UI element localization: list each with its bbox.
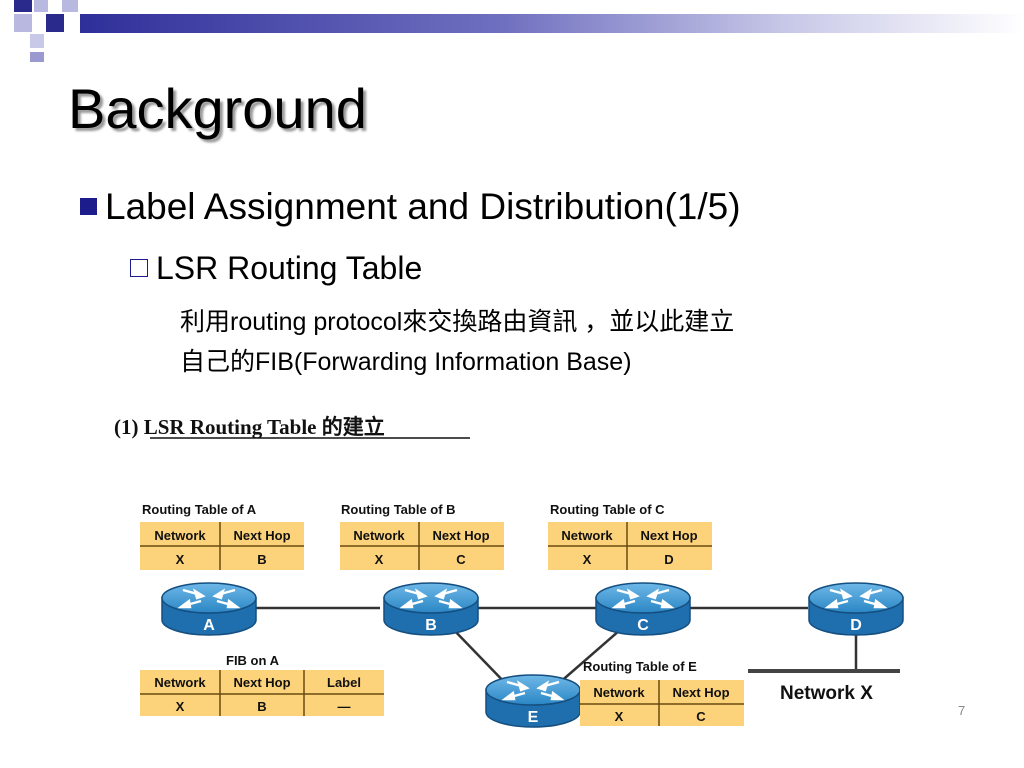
router-icon: E (484, 673, 582, 729)
fib-a-title: FIB on A (226, 653, 280, 668)
figure-caption: (1) LSR Routing Table 的建立 (114, 415, 470, 439)
deco-square (46, 14, 64, 32)
table-c-network: X (583, 552, 592, 567)
bullet-level1-text: Label Assignment and Distribution(1/5) (105, 186, 741, 227)
router-icon: A (160, 581, 258, 637)
table-e-title: Routing Table of E (583, 659, 697, 674)
fib-a-label: — (338, 699, 351, 714)
table-c-col-next-hop: Next Hop (640, 528, 697, 543)
table-b-title: Routing Table of B (341, 502, 456, 517)
router-c-label: C (637, 617, 649, 634)
table-a-col-network: Network (154, 528, 206, 543)
page-number: 7 (958, 703, 966, 718)
fib-a-col-next-hop: Next Hop (233, 675, 290, 690)
router-icon: B (382, 581, 480, 637)
table-b-col-next-hop: Next Hop (432, 528, 489, 543)
filled-square-bullet-icon (80, 198, 97, 215)
table-c-next-hop: D (664, 552, 673, 567)
bullet-level2: LSR Routing Table (130, 250, 422, 287)
router-b-label: B (425, 617, 437, 634)
deco-square (30, 34, 44, 48)
deco-square (14, 0, 32, 12)
network-x-label: Network X (780, 683, 873, 704)
bullet-level3-line1: 利用routing protocol來交換路由資訊 ，並以此建立 (180, 308, 735, 336)
deco-square (30, 52, 44, 62)
routing-table-c: Routing Table of C Network Next Hop X D (548, 502, 712, 570)
table-a-next-hop: B (257, 552, 266, 567)
deco-square (14, 14, 32, 32)
fib-table-a: FIB on A Network Next Hop Label X B — (140, 653, 384, 716)
table-b-next-hop: C (456, 552, 466, 567)
router-icon: C (594, 581, 692, 637)
routing-table-a: Routing Table of A Network Next Hop X B (140, 502, 304, 570)
routing-table-b: Routing Table of B Network Next Hop X C (340, 502, 504, 570)
deco-square (62, 0, 78, 12)
figure-caption-text: (1) LSR Routing Table 的建立 (114, 415, 385, 439)
fib-a-col-label: Label (327, 675, 361, 690)
router-icon: D (807, 581, 905, 637)
router-a-label: A (203, 617, 215, 634)
bullet-level3-line2: 自己的FIB(Forwarding Information Base) (180, 348, 632, 376)
routing-table-e: Routing Table of E Network Next Hop X C (580, 659, 744, 726)
table-b-network: X (375, 552, 384, 567)
table-e-col-network: Network (593, 685, 645, 700)
hollow-square-bullet-icon (130, 259, 148, 277)
table-c-title: Routing Table of C (550, 502, 665, 517)
table-a-col-next-hop: Next Hop (233, 528, 290, 543)
fib-a-network: X (176, 699, 185, 714)
table-e-col-next-hop: Next Hop (672, 685, 729, 700)
router-d-label: D (850, 617, 862, 634)
slide-title: Background (68, 77, 367, 140)
bullet-level2-text: LSR Routing Table (156, 250, 423, 286)
table-a-network: X (176, 552, 185, 567)
header-gradient-bar (80, 14, 1024, 33)
bullet-level1: Label Assignment and Distribution(1/5) (80, 186, 741, 228)
router-e-label: E (528, 709, 539, 726)
deco-square (34, 0, 48, 12)
fib-a-next-hop: B (257, 699, 266, 714)
table-b-col-network: Network (353, 528, 405, 543)
table-a-title: Routing Table of A (142, 502, 257, 517)
table-e-next-hop: C (696, 709, 706, 724)
table-c-col-network: Network (561, 528, 613, 543)
fib-a-col-network: Network (154, 675, 206, 690)
table-e-network: X (615, 709, 624, 724)
